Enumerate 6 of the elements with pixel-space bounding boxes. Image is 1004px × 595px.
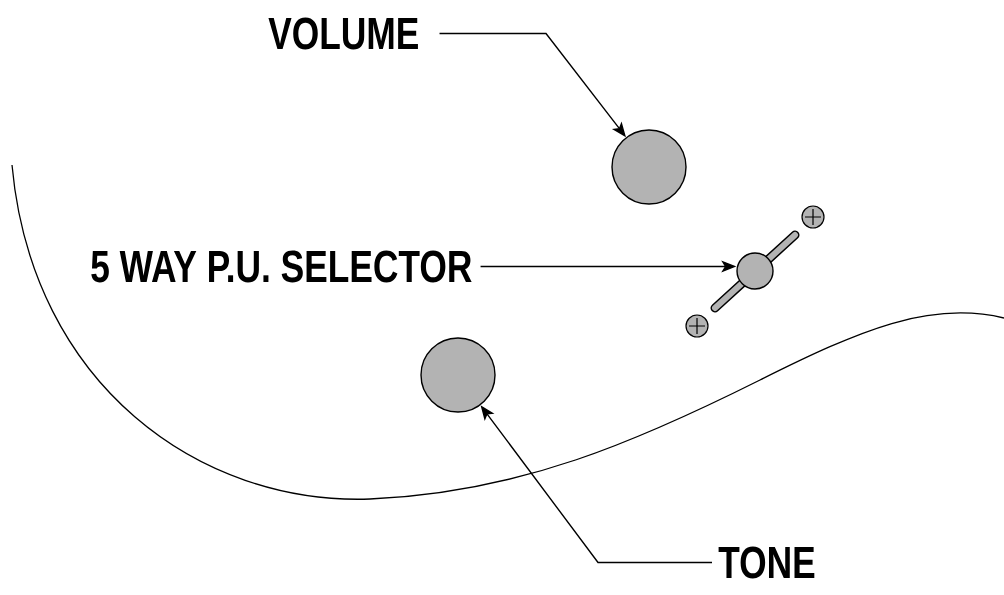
callout-label: TONE: [718, 546, 815, 579]
knob: [611, 129, 687, 205]
callout-label: VOLUME: [268, 17, 418, 50]
knob: [420, 337, 496, 413]
callout-label: 5 WAY P.U. SELECTOR: [91, 250, 472, 283]
switch-knob: [736, 252, 774, 290]
